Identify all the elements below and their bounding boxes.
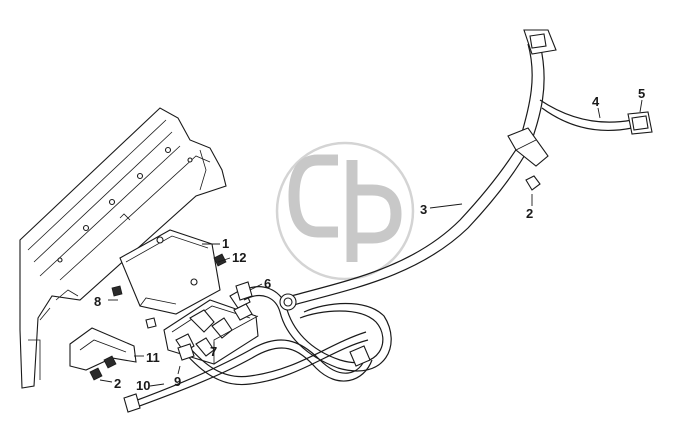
part-6-hose-loop <box>235 281 392 372</box>
callout-5: 5 <box>638 86 645 101</box>
callout-8: 8 <box>94 294 101 309</box>
part-10-hose <box>123 339 373 413</box>
callout-11: 11 <box>146 350 160 365</box>
part-11-bracket <box>69 327 137 371</box>
callout-3: 3 <box>420 202 427 217</box>
callout-1: 1 <box>222 236 229 251</box>
mounting-bracket <box>19 107 227 389</box>
part-9-hose <box>177 331 369 386</box>
callout-4: 4 <box>592 94 600 109</box>
leader-lines <box>99 99 643 387</box>
callout-12: 12 <box>232 250 246 265</box>
callout-6: 6 <box>264 276 271 291</box>
part-4-hose <box>539 99 653 135</box>
callout-7: 7 <box>210 344 217 359</box>
callout-2-left: 2 <box>114 376 121 391</box>
callout-9: 9 <box>174 374 181 389</box>
part-1-plate <box>119 229 221 315</box>
fasteners <box>89 175 541 381</box>
callout-10: 10 <box>136 378 150 393</box>
part-3-hose <box>283 29 557 307</box>
callout-2-right: 2 <box>526 206 533 221</box>
callout-labels: 1 2 2 3 4 5 6 7 8 9 10 11 12 <box>94 86 645 393</box>
watermark-logo <box>275 141 415 281</box>
